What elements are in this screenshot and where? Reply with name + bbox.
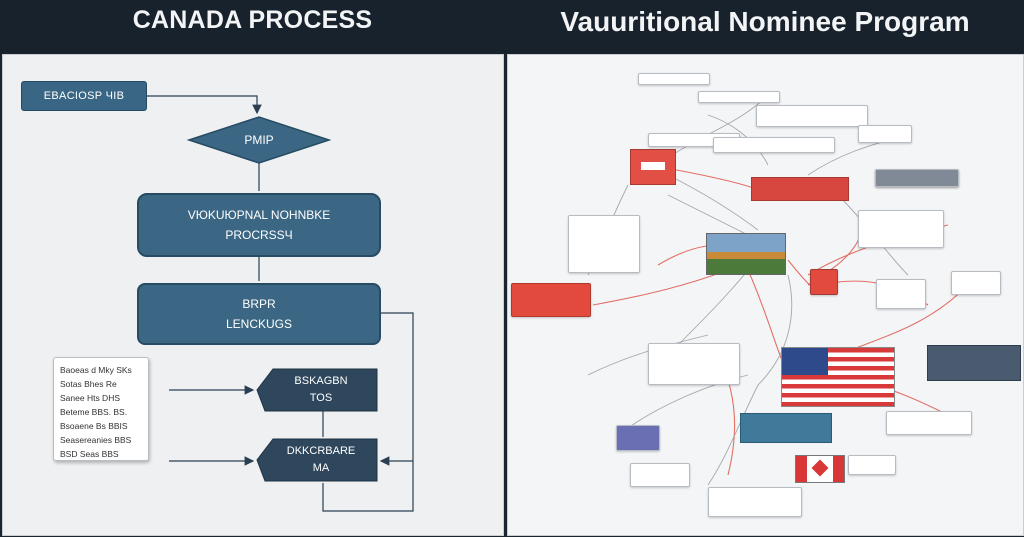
process-node-1: VЮKUЮPNAL NOHNBKE PROCRSSЧ [137, 193, 381, 257]
process-node-1-line1: VЮKUЮPNAL NOHNBKE [187, 208, 331, 222]
landscape-image-node [706, 233, 786, 275]
header-bar: CANADA PROCESS Vauuritional Nominee Prog… [0, 0, 1024, 54]
right-title: Vauuritional Nominee Program [560, 6, 970, 37]
note-line: Baoeas d Mky SKs [60, 365, 132, 375]
mindmap-node [698, 91, 780, 103]
mindmap-node [876, 279, 926, 309]
red-banner-node [751, 177, 849, 201]
dark-node [927, 345, 1021, 381]
red-square-node [810, 269, 838, 295]
note-line: Bsoaene Bs BBIS [60, 421, 128, 431]
mindmap-node [848, 455, 896, 475]
step2-shape [256, 438, 378, 482]
image-node [616, 425, 660, 451]
step-node-1-line2: TOS [309, 392, 333, 404]
canada-flag-icon [795, 455, 845, 483]
note-line: Beteme BBS. BS. [60, 407, 128, 417]
step-node-1: BSKAGBN TOS [265, 369, 377, 411]
mindmap-node [756, 105, 868, 127]
decision-label: PMIP [244, 133, 274, 147]
flowchart-connectors [147, 95, 414, 512]
note-line: Sotas Bhes Re [60, 379, 117, 389]
process-node-2-line1: BRPR [242, 297, 276, 311]
mindmap-node [568, 215, 640, 273]
orange-node [511, 283, 591, 317]
red-node [630, 149, 676, 185]
mindmap-node [858, 125, 912, 143]
start-node: EBACIOSP ЧIB [21, 81, 147, 111]
mindmap-node [858, 210, 944, 248]
mindmap-node [708, 487, 802, 517]
mindmap-panel [507, 54, 1024, 536]
note-line: Sanee Hts DHS [60, 393, 120, 403]
mindmap-node [713, 137, 835, 153]
left-title: CANADA PROCESS [132, 6, 373, 34]
process-node-2-line2: LENCKUGS [225, 317, 293, 331]
note-line: BSD Seas BBS [60, 449, 119, 459]
mindmap-node [630, 463, 690, 487]
step-node-2-line1: DKKCRBARE [286, 445, 356, 457]
mindmap-node [951, 271, 1001, 295]
process-node-1-line2: PROCRSSЧ [225, 228, 293, 242]
step1-shape [256, 368, 378, 412]
step-node-2: DKKCRBARE MA [265, 439, 377, 481]
process-node-2: BRPR LENCKUGS [137, 283, 381, 345]
decision-diamond [186, 116, 332, 164]
mindmap-node [638, 73, 710, 85]
mindmap-node [648, 343, 740, 385]
start-node-label: EBACIOSP ЧIB [43, 90, 125, 102]
step-node-1-line1: BSKAGBN [294, 375, 348, 387]
note-line: Seasereanies BBS [60, 435, 132, 445]
gray-node [875, 169, 959, 187]
mindmap-node [886, 411, 972, 435]
teal-node [740, 413, 832, 443]
notes-card: Baoeas d Mky SKs Sotas Bhes Re Sanee Hts… [53, 357, 149, 461]
flowchart-panel: EBACIOSP ЧIB PMIP VЮKUЮPNAL NOHNBKE PROC… [2, 54, 504, 536]
us-flag-icon [781, 347, 895, 407]
step-node-2-line2: MA [312, 462, 330, 474]
